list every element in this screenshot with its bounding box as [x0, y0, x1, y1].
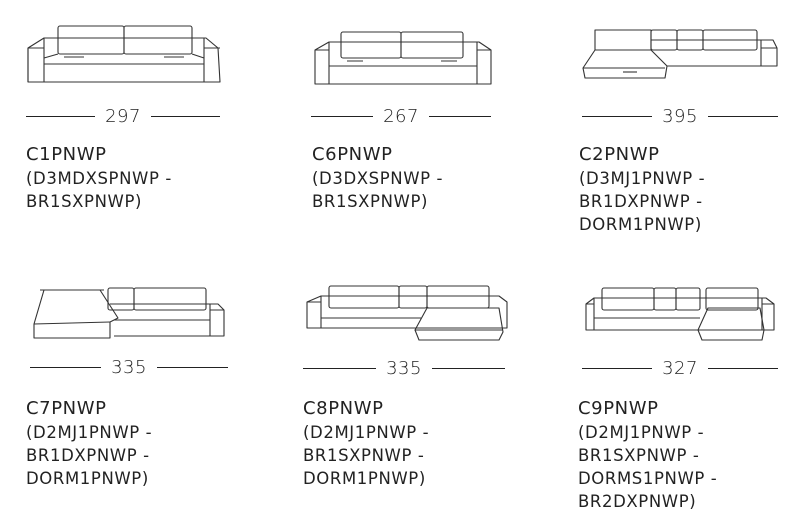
component-line: BR1SXPNWP) [26, 192, 143, 211]
sofa-drawing-c9pnwp [582, 286, 778, 342]
dimension-value: 267 [383, 105, 419, 127]
dimension-line-c7pnwp: 335 [30, 356, 229, 378]
dimension-value: 335 [386, 357, 422, 379]
product-label-c2pnwp: C2PNWP (D3MJ1PNWP - BR1DXPNWP - DORM1PNW… [579, 144, 705, 236]
component-line: (D3MDXSPNWP - [26, 169, 172, 188]
product-label-c6pnwp: C6PNWP (D3DXSPNWP - BR1SXPNWP) [312, 144, 443, 213]
sofa-drawing-c8pnwp [303, 284, 511, 344]
product-label-c8pnwp: C8PNWP (D2MJ1PNWP - BR1SXPNWP - DORM1PNW… [303, 398, 429, 490]
component-line: (D2MJ1PNWP - [26, 423, 153, 442]
product-components: (D3DXSPNWP - BR1SXPNWP) [312, 167, 443, 213]
component-line: BR1DXPNWP - [579, 192, 703, 211]
component-line: (D3DXSPNWP - [312, 169, 444, 188]
product-components: (D2MJ1PNWP - BR1SXPNWP - DORM1PNWP) [303, 421, 429, 490]
component-line: BR1SXPNWP) [312, 192, 429, 211]
product-label-c7pnwp: C7PNWP (D2MJ1PNWP - BR1DXPNWP - DORM1PNW… [26, 398, 152, 490]
product-code: C8PNWP [303, 398, 384, 419]
component-line: BR2DXPNWP) [578, 492, 697, 511]
dimension-value: 327 [662, 357, 698, 379]
dimension-value: 297 [105, 105, 141, 127]
dimension-line-c8pnwp: 335 [303, 357, 506, 379]
dimension-value: 335 [111, 356, 147, 378]
component-line: DORM1PNWP) [26, 469, 149, 488]
product-label-c9pnwp: C9PNWP (D2MJ1PNWP - BR1SXPNWP - DORMS1PN… [578, 398, 717, 513]
component-line: DORM1PNWP) [579, 215, 702, 234]
sofa-drawing-c1pnwp [24, 24, 224, 86]
product-code: C6PNWP [312, 144, 393, 165]
product-code: C9PNWP [578, 398, 659, 419]
dimension-value: 395 [662, 105, 698, 127]
dimension-line-c2pnwp: 395 [582, 105, 779, 127]
product-components: (D3MDXSPNWP - BR1SXPNWP) [26, 167, 172, 213]
product-code: C1PNWP [26, 144, 107, 165]
component-line: BR1SXPNWP - [303, 446, 425, 465]
component-line: (D2MJ1PNWP - [578, 423, 705, 442]
component-line: DORM1PNWP) [303, 469, 426, 488]
sofa-drawing-c7pnwp [30, 286, 230, 342]
sofa-drawing-c2pnwp [581, 28, 781, 82]
product-code: C2PNWP [579, 144, 660, 165]
sofa-drawing-c6pnwp [311, 30, 495, 86]
component-line: (D2MJ1PNWP - [303, 423, 430, 442]
component-line: BR1DXPNWP - [26, 446, 150, 465]
product-code: C7PNWP [26, 398, 107, 419]
product-components: (D2MJ1PNWP - BR1SXPNWP - DORMS1PNWP - BR… [578, 421, 717, 513]
product-label-c1pnwp: C1PNWP (D3MDXSPNWP - BR1SXPNWP) [26, 144, 172, 213]
dimension-line-c1pnwp: 297 [26, 105, 221, 127]
component-line: BR1SXPNWP - [578, 446, 700, 465]
component-line: (D3MJ1PNWP - [579, 169, 706, 188]
product-components: (D2MJ1PNWP - BR1DXPNWP - DORM1PNWP) [26, 421, 152, 490]
dimension-line-c9pnwp: 327 [582, 357, 779, 379]
dimension-line-c6pnwp: 267 [311, 105, 492, 127]
product-components: (D3MJ1PNWP - BR1DXPNWP - DORM1PNWP) [579, 167, 705, 236]
component-line: DORMS1PNWP - [578, 469, 718, 488]
